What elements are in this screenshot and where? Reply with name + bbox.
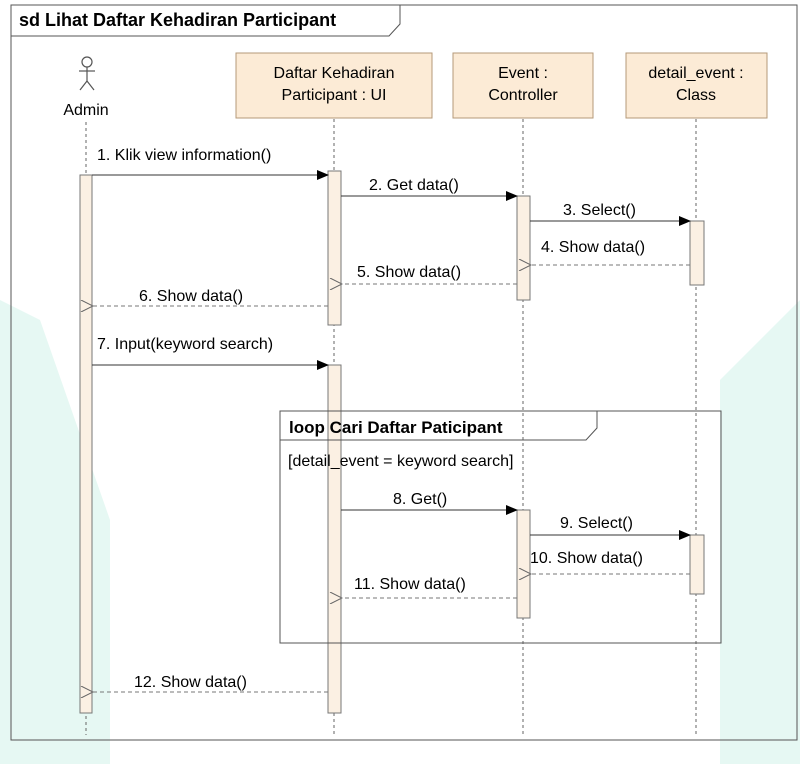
svg-text:detail_event :: detail_event : xyxy=(648,65,743,82)
message-4-label: 4. Show data() xyxy=(541,239,645,256)
activation-class-2 xyxy=(689,534,705,595)
message-10-label: 10. Show data() xyxy=(530,550,643,567)
message-6-label: 6. Show data() xyxy=(139,288,243,305)
message-3-label: 3. Select() xyxy=(563,202,636,219)
svg-text:Daftar Kehadiran: Daftar Kehadiran xyxy=(274,65,395,82)
message-11-label: 11. Show data() xyxy=(354,576,466,593)
lifeline-ui-header: Daftar Kehadiran Participant : UI xyxy=(235,52,433,119)
actor-admin-icon xyxy=(79,56,95,91)
svg-text:Controller: Controller xyxy=(488,87,558,104)
loop-frame xyxy=(279,410,722,644)
loop-frame-tab xyxy=(280,411,598,441)
message-12-label: 12. Show data() xyxy=(134,674,247,691)
activation-ui-2 xyxy=(327,364,342,714)
activation-ui-1 xyxy=(327,170,342,326)
actor-admin-label: Admin xyxy=(63,102,108,119)
svg-text:Event :: Event : xyxy=(498,65,548,82)
svg-text:Class: Class xyxy=(676,87,716,104)
message-1-label: 1. Klik view information() xyxy=(97,147,271,164)
diagram-title: sd Lihat Daftar Kehadiran Participant xyxy=(19,10,336,30)
message-8-label: 8. Get() xyxy=(393,491,447,508)
message-5-label: 5. Show data() xyxy=(357,264,461,281)
message-9-label: 9. Select() xyxy=(560,515,633,532)
svg-text:Participant : UI: Participant : UI xyxy=(282,87,387,104)
activation-admin xyxy=(79,174,93,714)
page-decor-left xyxy=(0,300,110,764)
activation-controller-2 xyxy=(516,509,531,619)
loop-label: loop Cari Daftar Paticipant xyxy=(289,418,503,437)
activation-class-1 xyxy=(689,220,705,286)
loop-guard: [detail_event = keyword search] xyxy=(288,453,513,470)
message-2-label: 2. Get data() xyxy=(369,177,459,194)
sd-frame-tab xyxy=(11,5,401,37)
page-decor-right xyxy=(720,300,800,764)
lifeline-class-header: detail_event : Class xyxy=(625,52,768,119)
activation-controller-1 xyxy=(516,195,531,301)
message-7-label: 7. Input(keyword search) xyxy=(97,336,273,353)
lifeline-controller-header: Event : Controller xyxy=(452,52,594,119)
sd-frame xyxy=(10,4,798,741)
